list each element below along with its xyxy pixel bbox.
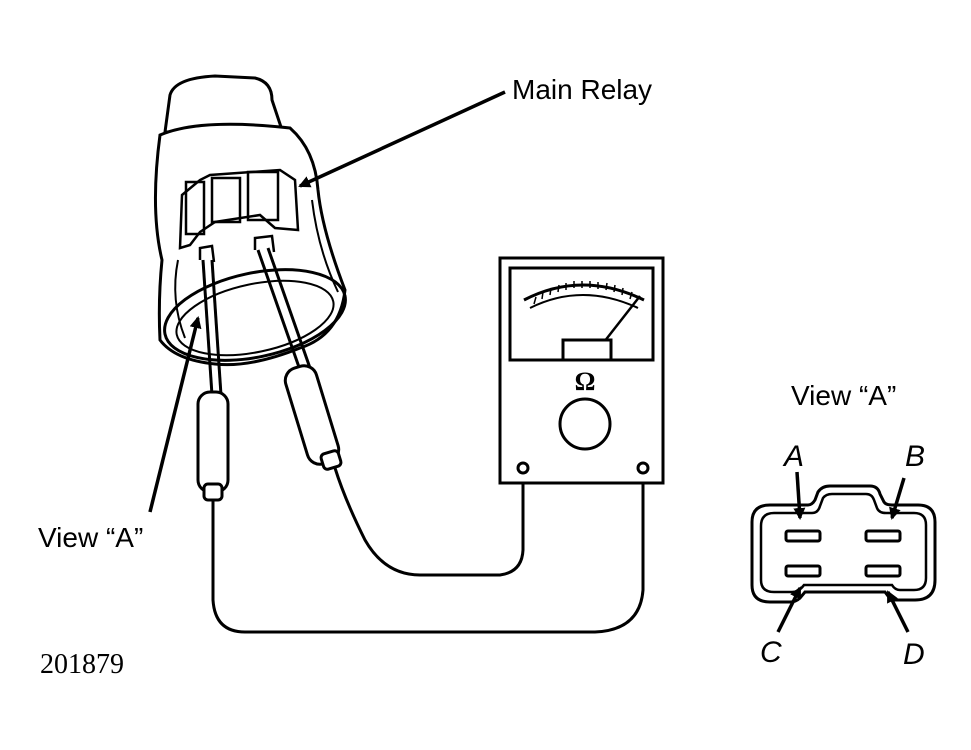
ohmmeter-jack-left[interactable] <box>516 461 530 475</box>
connector-inner-shell <box>759 492 928 594</box>
arrow-terminal-c <box>776 586 802 633</box>
terminal-slot-b <box>864 529 902 543</box>
ohmmeter-scale-ticks <box>533 281 633 305</box>
arrow-view-a-left <box>148 316 202 513</box>
main-relay <box>153 74 347 367</box>
probe-left-handle <box>196 390 230 494</box>
terminal-slot-d <box>864 564 902 578</box>
label-main-relay: Main Relay <box>512 74 652 105</box>
relay-internal-frame <box>178 168 300 250</box>
ohmmeter-zero-knob[interactable] <box>558 397 612 451</box>
terminal-slot-c <box>784 564 822 578</box>
relay-contact-mid <box>210 176 242 224</box>
arrow-terminal-a <box>793 471 806 520</box>
ohmmeter-jack-right[interactable] <box>636 461 650 475</box>
leader-arrows <box>148 90 910 633</box>
ohmmeter-needle-pivot <box>561 338 613 362</box>
terminal-slot-a <box>784 529 822 543</box>
probe-left-tip <box>202 482 224 502</box>
ohmmeter <box>498 256 665 485</box>
probe-right-tip <box>319 449 343 471</box>
relay-contact-right <box>246 170 280 222</box>
lead-wire-right-probe <box>333 467 525 577</box>
relay-base-ring-inner <box>175 279 335 357</box>
label-view-a-right: View “A” <box>791 380 896 411</box>
relay-pin-left <box>198 244 216 263</box>
probe-left <box>196 259 230 502</box>
ohmmeter-scale-arc-inner <box>529 294 639 309</box>
connector-outer-shell <box>750 484 937 604</box>
ohmmeter-needle <box>603 295 641 343</box>
ohmmeter-scale-arc <box>523 283 645 302</box>
label-terminal-c: C <box>760 636 782 669</box>
relay-pin-right <box>253 234 276 253</box>
relay-side-line-right <box>311 199 339 293</box>
arrow-main-relay <box>298 90 506 188</box>
label-view-a-left: View “A” <box>38 522 143 553</box>
label-terminal-b: B <box>905 440 925 473</box>
probe-right <box>256 247 343 471</box>
relay-contact-left <box>184 180 206 236</box>
relay-side-line <box>174 259 186 339</box>
ohm-symbol: Ω <box>575 367 596 396</box>
arrow-terminal-d <box>886 590 910 633</box>
relay-cap <box>163 74 285 134</box>
figure-number: 201879 <box>40 649 124 680</box>
lead-wire-left-probe <box>211 475 645 634</box>
label-terminal-a: A <box>782 440 804 473</box>
arrow-terminal-b <box>889 477 906 520</box>
label-terminal-d: D <box>903 638 925 671</box>
relay-base-ring <box>163 268 347 362</box>
connector-view-a <box>750 484 937 604</box>
